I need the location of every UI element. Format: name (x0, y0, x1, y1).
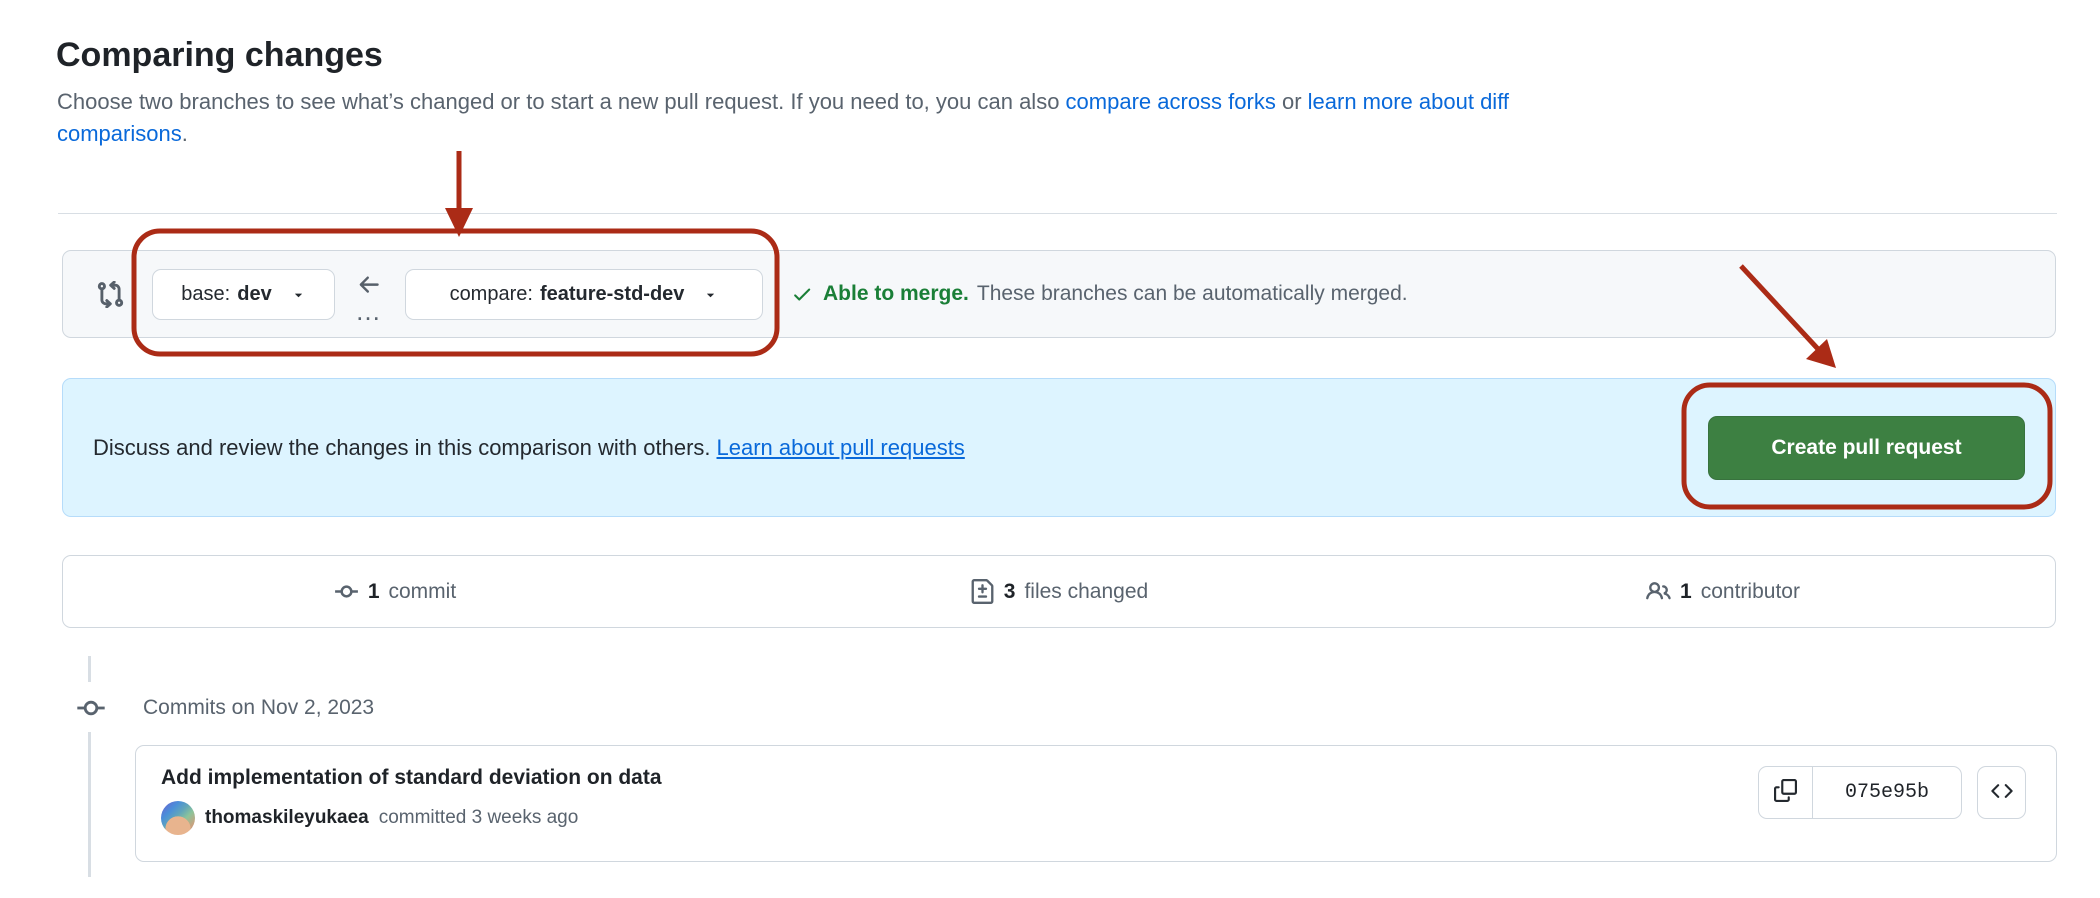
chevron-down-icon (703, 287, 718, 302)
file-diff-icon (970, 579, 995, 604)
intro-line-1: Choose two branches to see what’s change… (57, 89, 1510, 114)
timeline-line (88, 656, 91, 682)
browse-code-button[interactable] (1977, 766, 2026, 819)
intro-link[interactable]: comparisons (57, 121, 182, 146)
annotation-arrow-diagonal-head (1806, 339, 1836, 368)
commit-count: 1 (367, 579, 380, 603)
compare-direction-indicator: … (355, 272, 383, 326)
files-changed-label: files changed (1024, 579, 1149, 603)
base-label: base: (181, 282, 231, 305)
contributor-count: 1 (1680, 579, 1692, 603)
section-divider (58, 213, 2057, 214)
files-changed-count: 3 (1003, 579, 1016, 603)
create-pull-request-button[interactable]: Create pull request (1708, 415, 2025, 480)
git-compare-icon (97, 280, 124, 308)
commit-author-link[interactable]: thomaskileyukaea (205, 807, 369, 828)
commit-icon (76, 693, 106, 728)
avatar[interactable] (161, 801, 195, 835)
compare-branch-name: feature-std-dev (539, 282, 685, 305)
page-title: Comparing changes (56, 36, 383, 74)
commit-byline: thomaskileyukaea committed 3 weeks ago (161, 801, 662, 835)
intro-link[interactable]: learn more about diff (1307, 89, 1510, 114)
commit-count-label: commit (388, 579, 457, 603)
comparison-stats-bar: 1 commit 3 files changed 1 contributor (62, 555, 2056, 628)
base-branch-dropdown[interactable]: base: dev (152, 268, 335, 320)
intro-link[interactable]: compare across forks (1065, 89, 1276, 114)
intro-text: Choose two branches to see what’s change… (57, 86, 1509, 150)
contributor-count-label: contributor (1700, 579, 1800, 603)
people-icon (1646, 579, 1671, 604)
commit-actions: 075e95b (1758, 766, 2026, 861)
files-changed-stat[interactable]: 3 files changed (727, 579, 1391, 604)
banner-text: Discuss and review the changes in this c… (93, 434, 711, 460)
commit-message-link[interactable]: Add implementation of standard deviation… (161, 766, 662, 789)
base-branch-name: dev (237, 282, 272, 305)
commit-sha-group: 075e95b (1758, 766, 1962, 819)
commits-stat[interactable]: 1 commit (63, 579, 727, 604)
learn-about-pull-requests-link[interactable]: Learn about pull requests (716, 434, 965, 460)
copy-icon (1774, 778, 1797, 807)
commit-icon (334, 579, 359, 604)
intro-line-2: comparisons. (57, 121, 188, 146)
chevron-down-icon (291, 287, 306, 302)
commit-details: Add implementation of standard deviation… (161, 766, 662, 861)
range-dots: … (355, 295, 383, 326)
commit-meta: committed 3 weeks ago (378, 807, 579, 828)
pull-request-banner: Discuss and review the changes in this c… (62, 378, 2056, 517)
commit-row: Add implementation of standard deviation… (135, 745, 2057, 862)
contributors-stat[interactable]: 1 contributor (1391, 579, 2055, 604)
merge-status: Able to merge. These branches can be aut… (791, 282, 1408, 306)
merge-status-detail: These branches can be automatically merg… (976, 282, 1408, 305)
timeline-line (88, 732, 91, 877)
compare-label: compare: (449, 282, 533, 305)
check-icon (791, 283, 813, 305)
branch-selector-bar: base: dev … compare: feature-std-dev Abl… (62, 250, 2056, 338)
copy-sha-button[interactable] (1759, 767, 1813, 818)
commits-date-heading: Commits on Nov 2, 2023 (143, 696, 375, 719)
compare-branch-dropdown[interactable]: compare: feature-std-dev (405, 268, 763, 320)
commit-sha-link[interactable]: 075e95b (1844, 781, 1929, 804)
code-icon (1990, 780, 2013, 805)
merge-status-headline: Able to merge. (823, 282, 969, 305)
